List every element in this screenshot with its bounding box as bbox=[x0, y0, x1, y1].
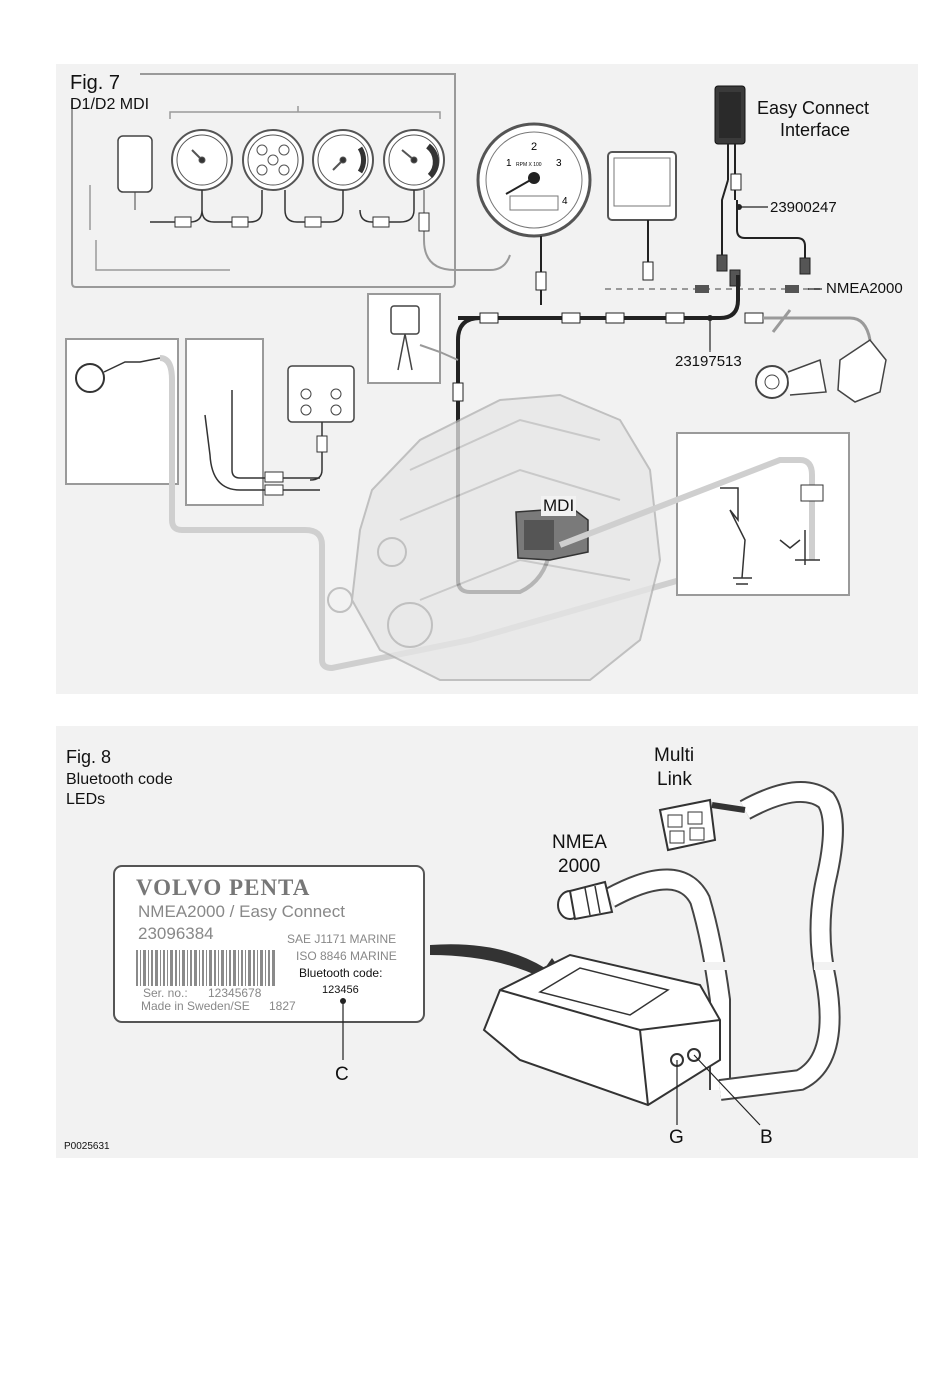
gateway-unit-icon bbox=[484, 955, 720, 1105]
label-bt-code: 123456 bbox=[322, 984, 359, 996]
fig8-subtitle-line1: Bluetooth code bbox=[66, 771, 173, 789]
callout-b: B bbox=[760, 1127, 773, 1149]
label-std1: SAE J1171 MARINE bbox=[287, 932, 396, 946]
label-date-code: 1827 bbox=[269, 999, 296, 1013]
doc-id: P0025631 bbox=[64, 1141, 110, 1152]
fig8-subtitle-line2: LEDs bbox=[66, 791, 105, 809]
label-bt-title: Bluetooth code: bbox=[299, 966, 382, 980]
nmea-connector-icon bbox=[558, 882, 612, 919]
multilink-label-line1: Multi bbox=[654, 745, 694, 767]
multilink-label-line2: Link bbox=[657, 769, 692, 791]
callout-g: G bbox=[669, 1127, 684, 1149]
callout-c: C bbox=[335, 1064, 349, 1086]
multilink-connector-icon bbox=[660, 800, 745, 850]
fig8-title: Fig. 8 bbox=[66, 747, 111, 768]
label-product: NMEA2000 / Easy Connect bbox=[138, 902, 345, 922]
label-serial-value: 12345678 bbox=[208, 986, 261, 1000]
nmea-label-line2: 2000 bbox=[558, 856, 600, 878]
label-serial-label: Ser. no.: bbox=[143, 986, 188, 1000]
nmea-label-line1: NMEA bbox=[552, 832, 607, 854]
label-brand: VOLVO PENTA bbox=[136, 875, 310, 901]
label-part-no: 23096384 bbox=[138, 924, 214, 944]
label-made-in: Made in Sweden/SE bbox=[141, 999, 250, 1013]
label-std2: ISO 8846 MARINE bbox=[296, 949, 397, 963]
